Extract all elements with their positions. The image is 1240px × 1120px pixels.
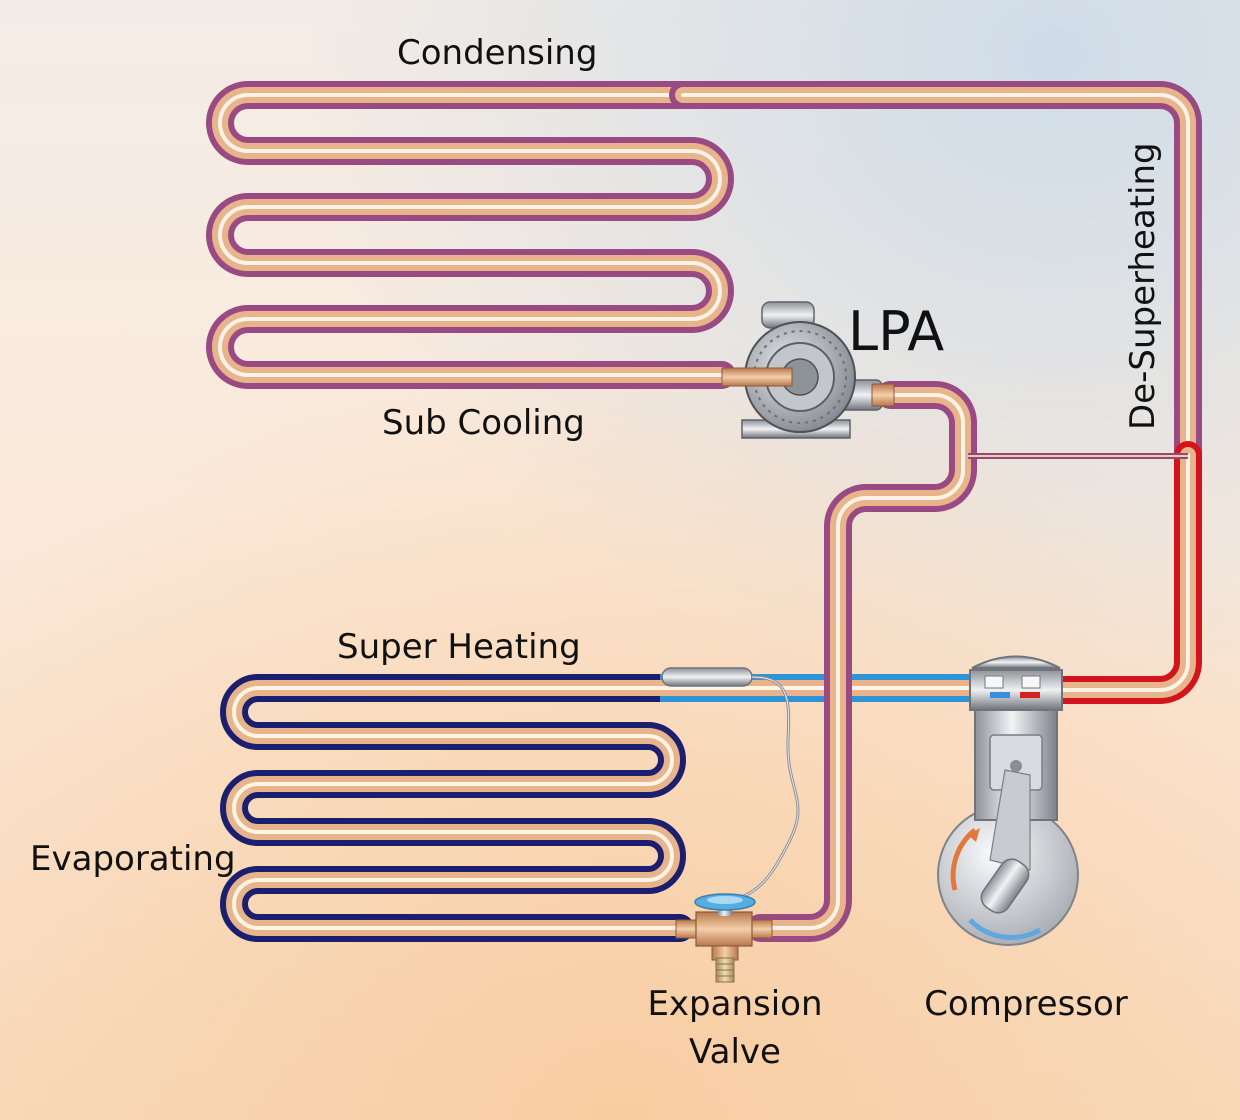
sensing-bulb <box>661 667 800 902</box>
label-expansion-valve-line2: Valve <box>689 1032 781 1072</box>
label-sub-cooling: Sub Cooling <box>382 403 585 443</box>
de-superheating-pipe-top <box>669 81 1202 469</box>
label-super-heating: Super Heating <box>337 627 581 667</box>
liquid-line-pipe-p-hi <box>758 393 965 930</box>
liquid-line-pipe <box>746 381 977 942</box>
compressor <box>937 655 1079 946</box>
label-expansion-valve-line1: Expansion <box>647 984 822 1024</box>
compressor-discharge-pipe <box>1046 441 1202 704</box>
condenser-coil-pipe-p-hi <box>218 93 724 377</box>
de-superheating-pipe-top-p-hi <box>681 93 1190 457</box>
lpa-pump <box>721 301 895 439</box>
label-condensing: Condensing <box>397 33 597 73</box>
label-evaporating: Evaporating <box>30 839 236 879</box>
expansion-valve <box>675 893 773 983</box>
label-de-superheating: De-Superheating <box>1123 142 1163 430</box>
condenser-coil-pipe <box>206 81 736 389</box>
compressor-discharge-pipe-p-hi <box>1058 453 1190 692</box>
evaporator-coil-pipe-p-hi <box>232 686 682 930</box>
label-compressor: Compressor <box>924 984 1128 1024</box>
evaporator-coil-pipe <box>220 674 694 942</box>
label-lpa: LPA <box>848 300 944 363</box>
